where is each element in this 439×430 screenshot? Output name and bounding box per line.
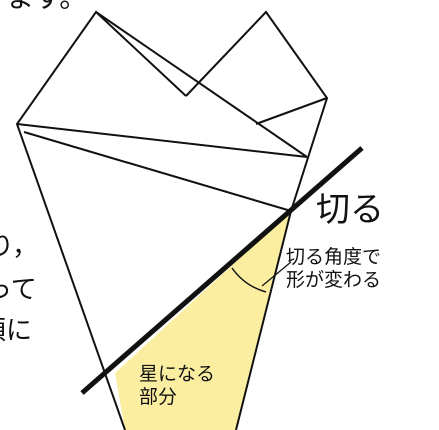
fold-line-3 [23, 131, 292, 212]
fold-line-1 [95, 11, 308, 158]
angle-arc [231, 267, 267, 293]
star-label-line-2: 部分 [139, 385, 178, 408]
left-text-fragment-1: り， [0, 232, 39, 262]
cut-line [80, 146, 364, 395]
angle-label-line-2: 形が変わる [286, 268, 382, 291]
left-text-fragment-3: 順に [0, 316, 33, 346]
cut-label: 切る [316, 190, 384, 230]
fold-line-2 [16, 123, 308, 158]
left-text-fragment-2: って [0, 275, 37, 305]
star-label-line-1: 星になる [139, 363, 216, 385]
star-region [115, 211, 291, 430]
top-text-fragment: ます。 [6, 0, 87, 14]
angle-label-line-1: 切る角度で [286, 246, 382, 268]
angle-label: 切る角度で 形が変わる [286, 246, 381, 292]
fold-line-4 [255, 97, 328, 125]
angle-leader [261, 261, 292, 287]
star-label: 星になる 部分 [139, 363, 215, 409]
paper-outline-left [15, 10, 187, 430]
